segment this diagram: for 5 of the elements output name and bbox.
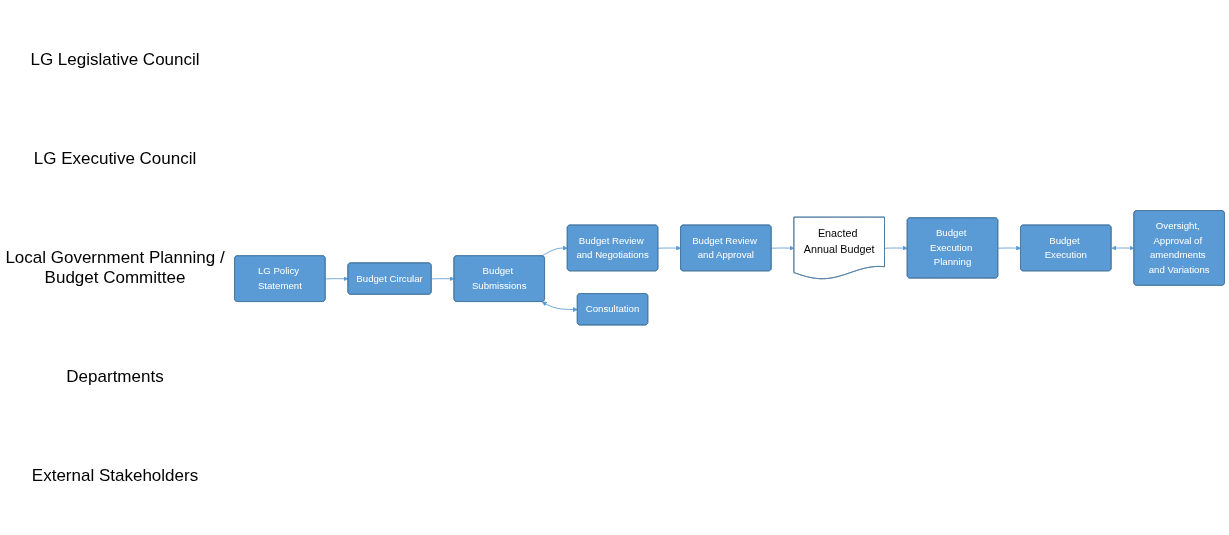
row-label: LG Executive Council	[32, 148, 198, 169]
row-label: Local Government Planning / Budget Committee	[4, 247, 226, 288]
row-label: External Stakeholders	[30, 465, 200, 486]
row-label: Departments	[65, 366, 165, 387]
row-label: LG Legislative Council	[29, 49, 201, 70]
